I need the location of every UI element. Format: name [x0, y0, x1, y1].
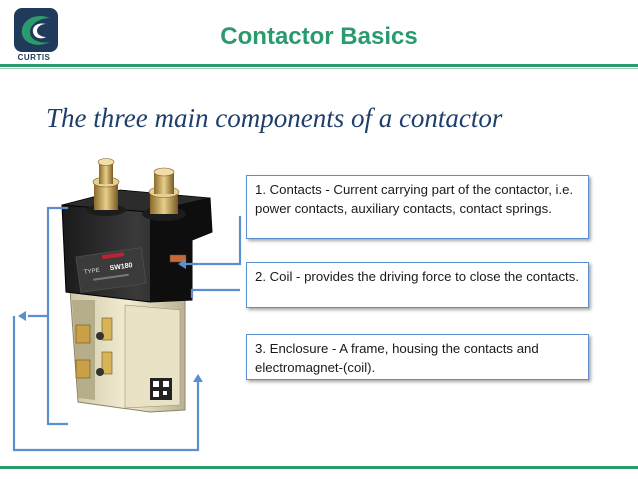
contactor-photo-icon: TYPE SW180: [61, 158, 213, 413]
logo-brand-text: CURTIS: [17, 53, 51, 62]
curtis-swoosh-logo-icon: [14, 8, 58, 52]
label-model-text: SW180: [109, 262, 133, 272]
curtis-logo: [6, 6, 66, 64]
footer-divider: [0, 466, 638, 469]
label-type-text: TYPE: [84, 268, 100, 276]
header-divider-thin: [0, 68, 638, 69]
connector-arrowheads: [18, 259, 203, 382]
callout-contacts: 1. Contacts - Current carrying part of t…: [246, 175, 589, 239]
callout-coil: 2. Coil - provides the driving force to …: [246, 262, 589, 308]
slide-title: Contactor Basics: [220, 23, 418, 50]
callout-connectors: [12, 206, 242, 452]
slide-subtitle: The three main components of a contactor: [46, 103, 503, 133]
header-divider: [0, 64, 638, 67]
callout-enclosure: 3. Enclosure - A frame, housing the cont…: [246, 334, 589, 380]
